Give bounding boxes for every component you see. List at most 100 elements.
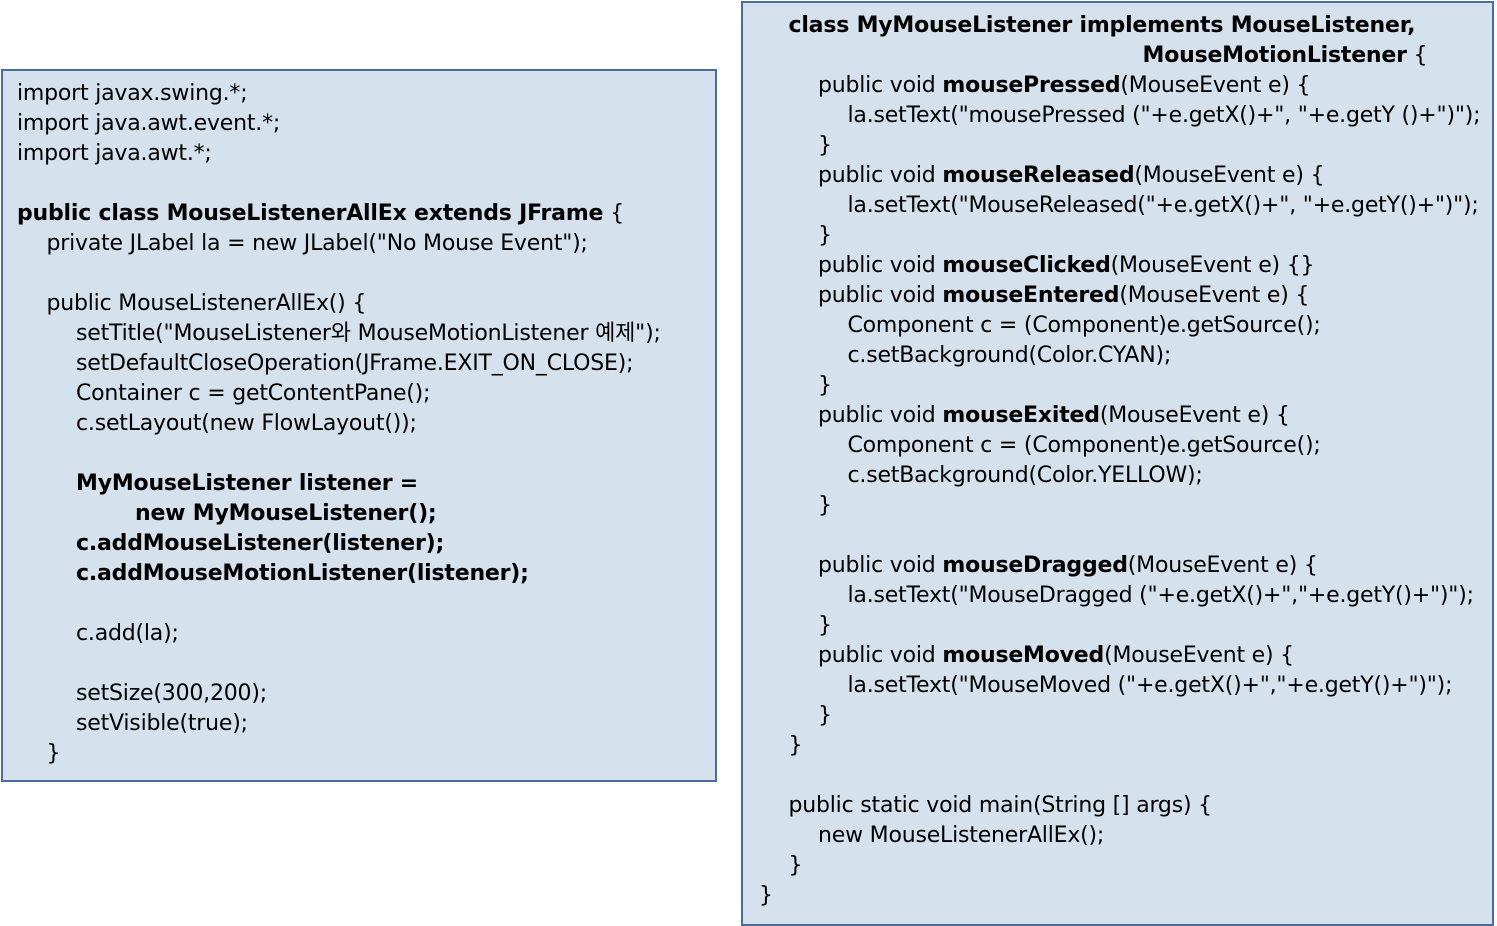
code-token: c.setLayout(new FlowLayout()); [76, 411, 417, 436]
code-line: c.add(la); [17, 619, 661, 649]
code-line: public MouseListenerAllEx() { [17, 289, 661, 319]
code-token: public void [818, 643, 943, 668]
code-line: } [759, 851, 1480, 881]
code-token: import java.awt.*; [17, 141, 212, 166]
code-line: } [759, 371, 1480, 401]
code-line: class MyMouseListener implements MouseLi… [759, 11, 1480, 41]
code-line [17, 649, 661, 679]
code-line: public void mousePressed(MouseEvent e) { [759, 71, 1480, 101]
code-token: (MouseEvent e) {} [1110, 253, 1315, 278]
code-token: } [818, 133, 832, 158]
code-line: import javax.swing.*; [17, 79, 661, 109]
code-token: (MouseEvent e) { [1104, 643, 1294, 668]
code-line: setTitle("MouseListener와 MouseMotionList… [17, 319, 661, 349]
code-line: public static void main(String [] args) … [759, 791, 1480, 821]
code-token: public void [818, 73, 943, 98]
code-line: } [759, 701, 1480, 731]
code-token: new MouseListenerAllEx(); [818, 823, 1105, 848]
code-token-bold: class MyMouseListener implements MouseLi… [788, 13, 1416, 38]
code-token-bold: public class MouseListenerAllEx extends … [17, 201, 604, 226]
code-token-bold: new MyMouseListener(); [135, 501, 437, 526]
code-line: public void mouseExited(MouseEvent e) { [759, 401, 1480, 431]
code-line: c.setBackground(Color.CYAN); [759, 341, 1480, 371]
code-token: } [759, 883, 773, 908]
code-token: public void [818, 403, 943, 428]
code-line [17, 259, 661, 289]
code-line: la.setText("MouseReleased("+e.getX()+", … [759, 191, 1480, 221]
code-line [759, 761, 1480, 791]
code-line: public void mouseClicked(MouseEvent e) {… [759, 251, 1480, 281]
code-line: la.setText("mousePressed ("+e.getX()+", … [759, 101, 1481, 131]
code-token: import javax.swing.*; [17, 81, 248, 106]
code-token-bold: mouseMoved [942, 643, 1105, 668]
code-line: la.setText("MouseDragged ("+e.getX()+","… [759, 581, 1480, 611]
code-token: public void [818, 253, 943, 278]
code-line: MouseMotionListener { [759, 41, 1480, 71]
code-line: setDefaultCloseOperation(JFrame.EXIT_ON_… [17, 349, 661, 379]
code-token: } [818, 223, 832, 248]
code-line: public void mouseMoved(MouseEvent e) { [759, 641, 1480, 671]
code-line [17, 169, 661, 199]
code-token: c.add(la); [76, 621, 179, 646]
code-token-bold: MouseMotionListener [1142, 43, 1407, 68]
code-line: setVisible(true); [17, 709, 661, 739]
code-token: c.setBackground(Color.CYAN); [847, 343, 1172, 368]
code-line: } [759, 611, 1480, 641]
code-token-bold: MyMouseListener listener = [76, 471, 419, 496]
code-token: setDefaultCloseOperation(JFrame.EXIT_ON_… [76, 351, 634, 376]
code-line: private JLabel la = new JLabel("No Mouse… [17, 229, 661, 259]
code-token-bold: mouseExited [942, 403, 1100, 428]
code-token: la.setText("MouseDragged ("+e.getX()+","… [847, 583, 1475, 608]
code-token: } [818, 703, 832, 728]
code-token: la.setText("MouseReleased("+e.getX()+", … [847, 193, 1479, 218]
code-token-bold: mouseReleased [942, 163, 1135, 188]
code-token: la.setText("mousePressed ("+e.getX()+", … [847, 103, 1481, 128]
code-token: public MouseListenerAllEx() { [46, 291, 367, 316]
code-line: public void mouseReleased(MouseEvent e) … [759, 161, 1480, 191]
code-token: { [1406, 43, 1428, 68]
code-line: } [759, 881, 1480, 911]
code-token: (MouseEvent e) { [1120, 73, 1311, 98]
code-line: } [759, 491, 1480, 521]
code-token: { [603, 201, 624, 226]
code-line: MyMouseListener listener = [17, 469, 661, 499]
code-token: la.setText("MouseMoved ("+e.getX()+","+e… [847, 673, 1453, 698]
code-line: } [759, 131, 1480, 161]
code-token: public static void main(String [] args) … [788, 793, 1213, 818]
code-token: } [818, 493, 832, 518]
code-line: Container c = getContentPane(); [17, 379, 661, 409]
code-line: Component c = (Component)e.getSource(); [759, 431, 1480, 461]
code-line [17, 589, 661, 619]
code-token: } [788, 853, 803, 878]
code-token: } [818, 373, 832, 398]
code-line: c.setLayout(new FlowLayout()); [17, 409, 661, 439]
code-token-bold: mouseClicked [942, 253, 1111, 278]
left-code-panel: import javax.swing.*; import java.awt.eve… [1, 69, 717, 782]
code-line: import java.awt.event.*; [17, 109, 661, 139]
code-token: private JLabel la = new JLabel("No Mouse… [46, 231, 588, 256]
code-line: c.setBackground(Color.YELLOW); [759, 461, 1480, 491]
code-token-bold: c.addMouseMotionListener(listener); [76, 561, 529, 586]
code-token: public void [818, 283, 943, 308]
code-line: public void mouseDragged(MouseEvent e) { [759, 551, 1480, 581]
code-line: new MyMouseListener(); [17, 499, 661, 529]
code-token: (MouseEvent e) { [1134, 163, 1325, 188]
code-line: } [17, 739, 661, 769]
code-token: public void [818, 553, 943, 578]
code-token: (MouseEvent e) { [1119, 283, 1310, 308]
code-token: Component c = (Component)e.getSource(); [847, 433, 1321, 458]
code-token-bold: mouseEntered [942, 283, 1120, 308]
code-token-bold: c.addMouseListener(listener); [76, 531, 445, 556]
code-token: } [818, 613, 832, 638]
code-token: setSize(300,200); [76, 681, 267, 706]
code-line: Component c = (Component)e.getSource(); [759, 311, 1480, 341]
code-line: c.addMouseMotionListener(listener); [17, 559, 661, 589]
code-line: c.addMouseListener(listener); [17, 529, 661, 559]
code-token: import java.awt.event.*; [17, 111, 281, 136]
code-token-bold: mousePressed [942, 73, 1121, 98]
right-code-panel: class MyMouseListener implements MouseLi… [741, 1, 1494, 926]
code-token: } [788, 733, 803, 758]
code-token-bold: mouseDragged [942, 553, 1128, 578]
code-line: import java.awt.*; [17, 139, 661, 169]
code-token: c.setBackground(Color.YELLOW); [847, 463, 1203, 488]
